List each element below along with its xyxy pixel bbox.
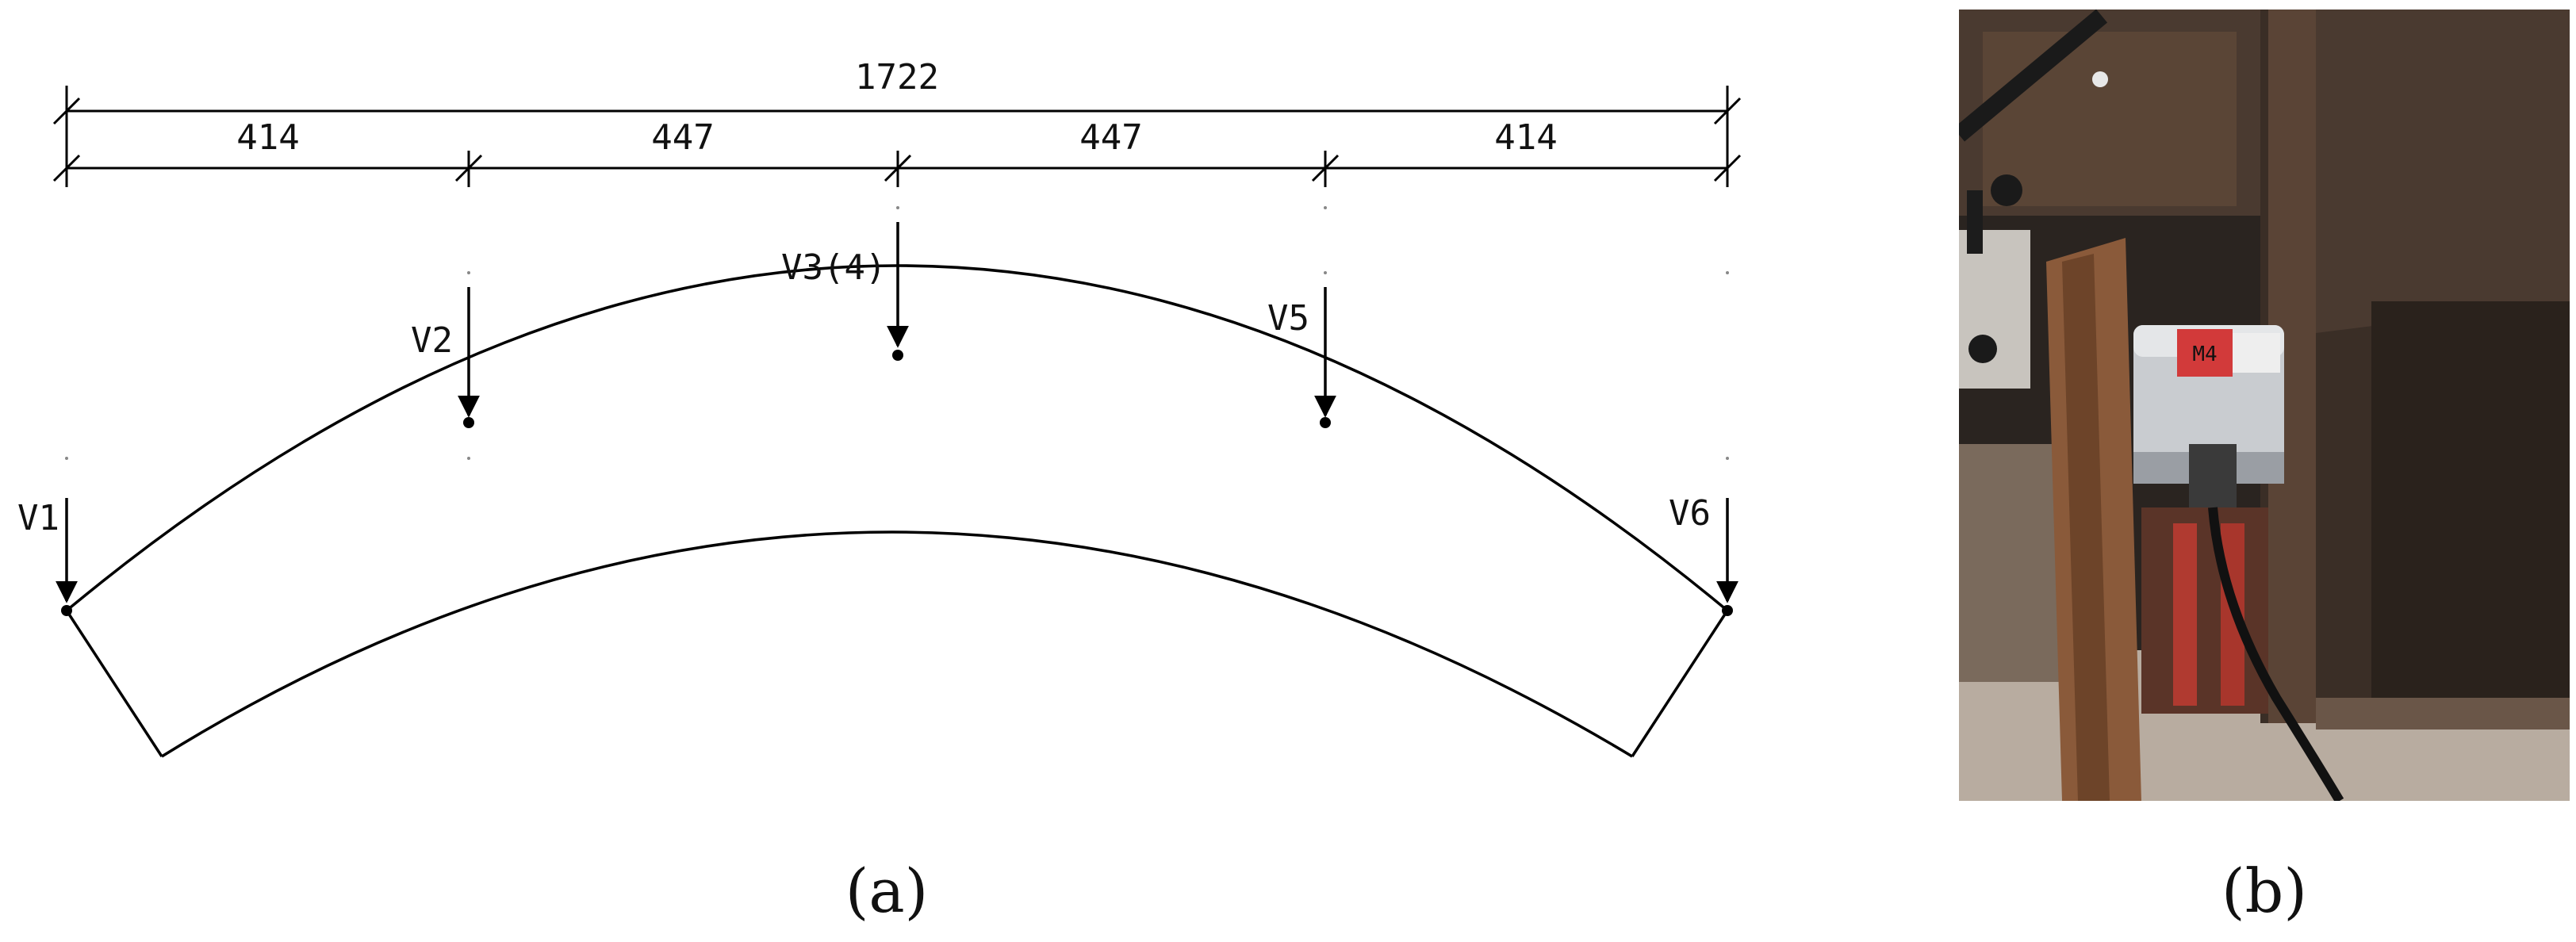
- arch-inner-edge: [161, 530, 1633, 758]
- load-point: [61, 605, 72, 616]
- panel-b-caption: (b): [2221, 856, 2307, 926]
- sensor-label-tag: [2177, 329, 2233, 377]
- load-point: [892, 350, 903, 361]
- load-point: [1722, 605, 1733, 616]
- load-label-v3: V3(4): [781, 247, 886, 288]
- dimension-lines: [52, 86, 1742, 187]
- load-points: [61, 350, 1733, 616]
- panel-a-caption: (a): [845, 856, 929, 926]
- sensor-tag-text: M4: [2192, 343, 2217, 366]
- arch-left-end: [65, 610, 163, 757]
- segment-dimension-label: 447: [651, 117, 714, 158]
- load-cell-sensor: M4: [2133, 325, 2284, 507]
- load-label-v6: V6: [1669, 493, 1711, 534]
- load-label-v2: V2: [411, 320, 453, 361]
- guide-dots: [65, 206, 1729, 460]
- panel-b-photo: M4 (b): [1959, 10, 2570, 926]
- load-arrows: [56, 222, 1738, 603]
- segment-dimension-label: 447: [1079, 117, 1142, 158]
- total-dimension-label: 1722: [855, 57, 939, 98]
- sensor-cable: [2208, 507, 2344, 801]
- segment-dimension-label: 414: [236, 117, 299, 158]
- segment-dimension-label: 414: [1494, 117, 1557, 158]
- load-label-v1: V1: [17, 498, 59, 538]
- load-label-v5: V5: [1267, 298, 1309, 339]
- arch-right-end: [1631, 610, 1729, 757]
- load-point: [463, 417, 474, 428]
- panel-a-diagram: 1722 414 447 447 414: [17, 57, 1742, 926]
- load-point: [1320, 417, 1331, 428]
